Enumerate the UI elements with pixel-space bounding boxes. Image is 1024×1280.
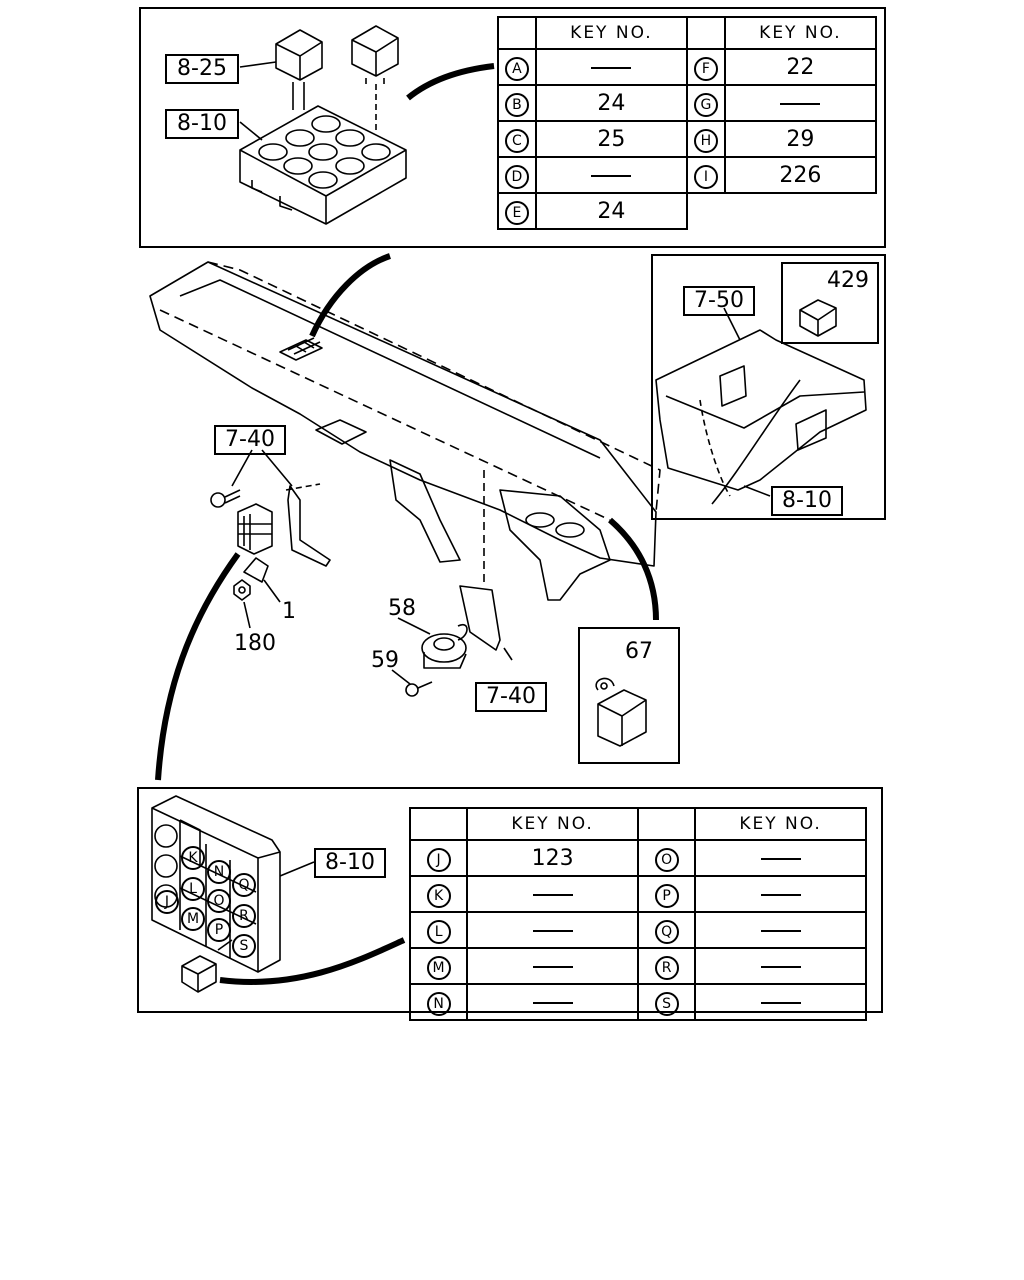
key-letter: K bbox=[426, 883, 451, 908]
top-key-table: KEY NO. KEY NO. A F 22 B 24 G C 25 H 29 … bbox=[497, 16, 878, 230]
clip-icon bbox=[243, 557, 281, 603]
ref-8-10-top[interactable]: 8-10 bbox=[165, 109, 239, 139]
key-letter: P bbox=[654, 883, 679, 908]
control-unit-67-icon bbox=[595, 677, 647, 747]
key-value: 226 bbox=[723, 156, 878, 194]
key-header: KEY NO. bbox=[723, 16, 878, 50]
relay-429-icon bbox=[799, 299, 837, 337]
bottom-key-table: KEY NO. KEY NO. J 123 O K P L Q M R N S bbox=[408, 807, 867, 1021]
key-letter: Q bbox=[654, 919, 679, 944]
table-row: D I 226 bbox=[497, 156, 878, 194]
frame-structure bbox=[655, 307, 867, 505]
part-67-label[interactable]: 67 bbox=[625, 639, 653, 664]
key-header: KEY NO. bbox=[694, 807, 867, 841]
key-letter: J bbox=[426, 847, 451, 872]
dashboard-crossmember bbox=[149, 261, 661, 601]
key-value: 24 bbox=[534, 192, 688, 230]
table-row: B 24 G bbox=[497, 84, 878, 122]
slot-letter: N bbox=[207, 860, 231, 884]
slot-letter: L bbox=[181, 877, 205, 901]
empty-dash bbox=[532, 929, 573, 932]
key-letter: F bbox=[693, 56, 718, 81]
part-180-label[interactable]: 180 bbox=[234, 631, 276, 656]
slot-letter: J bbox=[155, 890, 179, 914]
slot-letter: S bbox=[232, 934, 256, 958]
table-row: A F 22 bbox=[497, 48, 878, 86]
ref-8-10-right[interactable]: 8-10 bbox=[771, 486, 843, 516]
table-row: K P bbox=[408, 875, 867, 913]
key-letter: E bbox=[504, 200, 529, 225]
slot-letter: Q bbox=[232, 873, 256, 897]
key-header: KEY NO. bbox=[534, 16, 688, 50]
key-letter: G bbox=[693, 92, 718, 117]
key-value: 22 bbox=[723, 48, 878, 86]
key-letter: O bbox=[654, 847, 679, 872]
key-letter: R bbox=[654, 955, 679, 980]
empty-dash bbox=[760, 857, 801, 860]
empty-dash bbox=[532, 1001, 573, 1004]
horn-icon bbox=[421, 623, 468, 669]
relay-box-bottom-icon bbox=[151, 795, 281, 973]
key-letter: A bbox=[504, 56, 529, 81]
ref-8-25[interactable]: 8-25 bbox=[165, 54, 239, 84]
part-429-label[interactable]: 429 bbox=[827, 268, 869, 293]
key-letter: N bbox=[426, 991, 451, 1016]
empty-dash bbox=[591, 174, 632, 177]
relay-icon bbox=[275, 29, 323, 110]
table-row: J 123 O bbox=[408, 839, 867, 877]
key-letter: M bbox=[426, 955, 451, 980]
ref-7-50[interactable]: 7-50 bbox=[683, 286, 755, 316]
slot-letter: P bbox=[207, 918, 231, 942]
relay-icon bbox=[351, 25, 399, 134]
key-letter: D bbox=[504, 164, 529, 189]
part-58-label[interactable]: 58 bbox=[388, 596, 416, 621]
ref-7-40-bottom[interactable]: 7-40 bbox=[475, 682, 547, 712]
relay-box-small-icon bbox=[237, 503, 273, 555]
relay-429-inset bbox=[781, 262, 879, 344]
key-letter: C bbox=[504, 128, 529, 153]
empty-dash bbox=[760, 965, 801, 968]
key-letter: H bbox=[693, 128, 718, 153]
empty-dash bbox=[532, 893, 573, 896]
bolt-icon bbox=[210, 489, 241, 508]
slot-letter: M bbox=[181, 907, 205, 931]
key-letter: S bbox=[654, 991, 679, 1016]
bracket-7-40-bottom bbox=[459, 470, 513, 661]
table-row: L Q bbox=[408, 911, 867, 949]
ref-8-10-bottom[interactable]: 8-10 bbox=[314, 848, 386, 878]
key-value: 24 bbox=[534, 84, 688, 122]
bracket-7-40 bbox=[231, 449, 331, 567]
screw-icon bbox=[405, 681, 433, 697]
key-value: 25 bbox=[534, 120, 688, 158]
table-row: C 25 H 29 bbox=[497, 120, 878, 158]
relay-box-icon bbox=[239, 105, 407, 225]
relay-bottom-icon bbox=[181, 939, 233, 993]
empty-dash bbox=[760, 893, 801, 896]
table-row: M R bbox=[408, 947, 867, 985]
key-header: KEY NO. bbox=[466, 807, 639, 841]
table-row: N S bbox=[408, 983, 867, 1021]
empty-dash bbox=[760, 1001, 801, 1004]
key-letter: I bbox=[693, 164, 718, 189]
key-letter: L bbox=[426, 919, 451, 944]
key-letter: B bbox=[504, 92, 529, 117]
part-59-label[interactable]: 59 bbox=[371, 648, 399, 673]
part-1-label[interactable]: 1 bbox=[282, 599, 296, 624]
empty-dash bbox=[591, 66, 632, 69]
slot-letter: K bbox=[181, 846, 205, 870]
empty-dash bbox=[780, 102, 821, 105]
table-row: E 24 bbox=[497, 192, 876, 230]
slot-letter: R bbox=[232, 904, 256, 928]
slot-letter: O bbox=[207, 889, 231, 913]
empty-dash bbox=[532, 965, 573, 968]
key-value: 123 bbox=[466, 839, 639, 877]
nut-icon bbox=[233, 579, 251, 629]
empty-dash bbox=[760, 929, 801, 932]
key-value: 29 bbox=[723, 120, 878, 158]
